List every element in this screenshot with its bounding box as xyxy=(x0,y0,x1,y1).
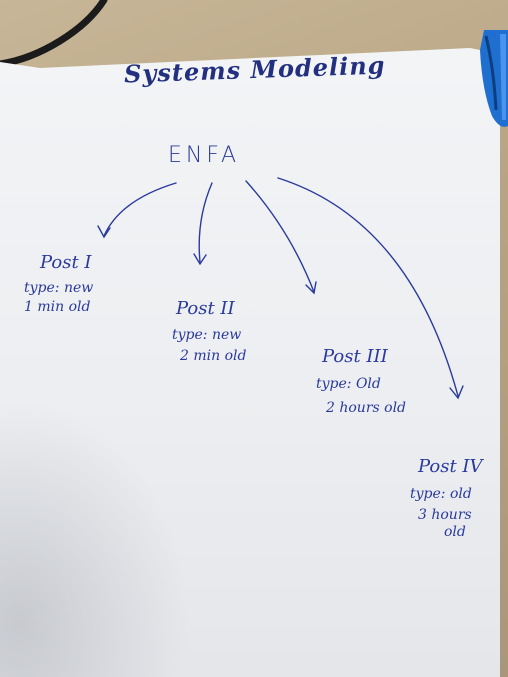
post-2-label: Post II xyxy=(176,298,235,319)
post-1-age: 1 min old xyxy=(24,299,91,315)
post-1-type: type: new xyxy=(24,280,94,296)
arrow-to-post-4 xyxy=(277,177,459,397)
post-4-label: Post IV xyxy=(418,456,483,477)
post-1-label: Post I xyxy=(40,252,92,273)
paper-sheet xyxy=(0,48,500,677)
paper-shadow xyxy=(0,400,190,677)
arrow-to-post-1 xyxy=(103,182,177,237)
post-2-age: 2 min old xyxy=(180,348,247,364)
arrow-head-post-4 xyxy=(449,385,464,400)
arrow-to-post-3 xyxy=(245,180,315,293)
post-2-type: type: new xyxy=(172,327,242,343)
post-3-age: 2 hours old xyxy=(326,400,407,416)
post-3-type: type: Old xyxy=(316,376,381,392)
stapler-icon xyxy=(480,30,508,127)
arrow-to-post-2 xyxy=(198,182,213,263)
post-4-age-line1: 3 hours xyxy=(418,507,472,523)
post-3-label: Post III xyxy=(322,346,388,367)
post-4-age-line2: old xyxy=(444,524,466,540)
arrow-head-post-2 xyxy=(193,253,207,266)
arrow-head-post-1 xyxy=(97,225,111,239)
root-node-label: ENFA xyxy=(168,143,241,168)
arrow-head-post-3 xyxy=(305,281,317,295)
post-4-type: type: old xyxy=(410,486,472,502)
